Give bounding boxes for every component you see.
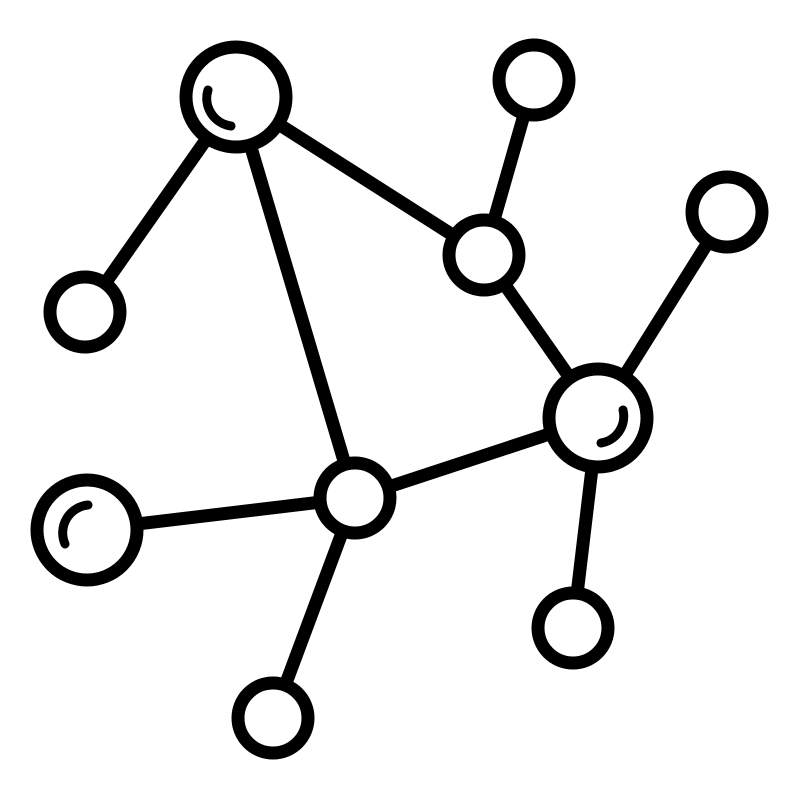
node-top-large-highlight <box>202 85 236 131</box>
node-far-right <box>685 170 769 254</box>
node-bottom <box>231 676 315 760</box>
node-left <box>43 270 127 354</box>
node-bottom-left-large <box>30 473 144 587</box>
node-top-large <box>179 40 293 154</box>
node-bottom-left-highlight <box>58 500 93 549</box>
edge-top-to-center <box>229 90 362 505</box>
node-bottom-right <box>531 586 615 670</box>
node-middle-right <box>442 213 526 297</box>
node-right-hub-large <box>542 362 654 474</box>
nodes <box>30 38 769 760</box>
node-right-hub-highlight <box>596 405 629 448</box>
node-center <box>313 456 397 540</box>
node-top-right <box>492 38 576 122</box>
